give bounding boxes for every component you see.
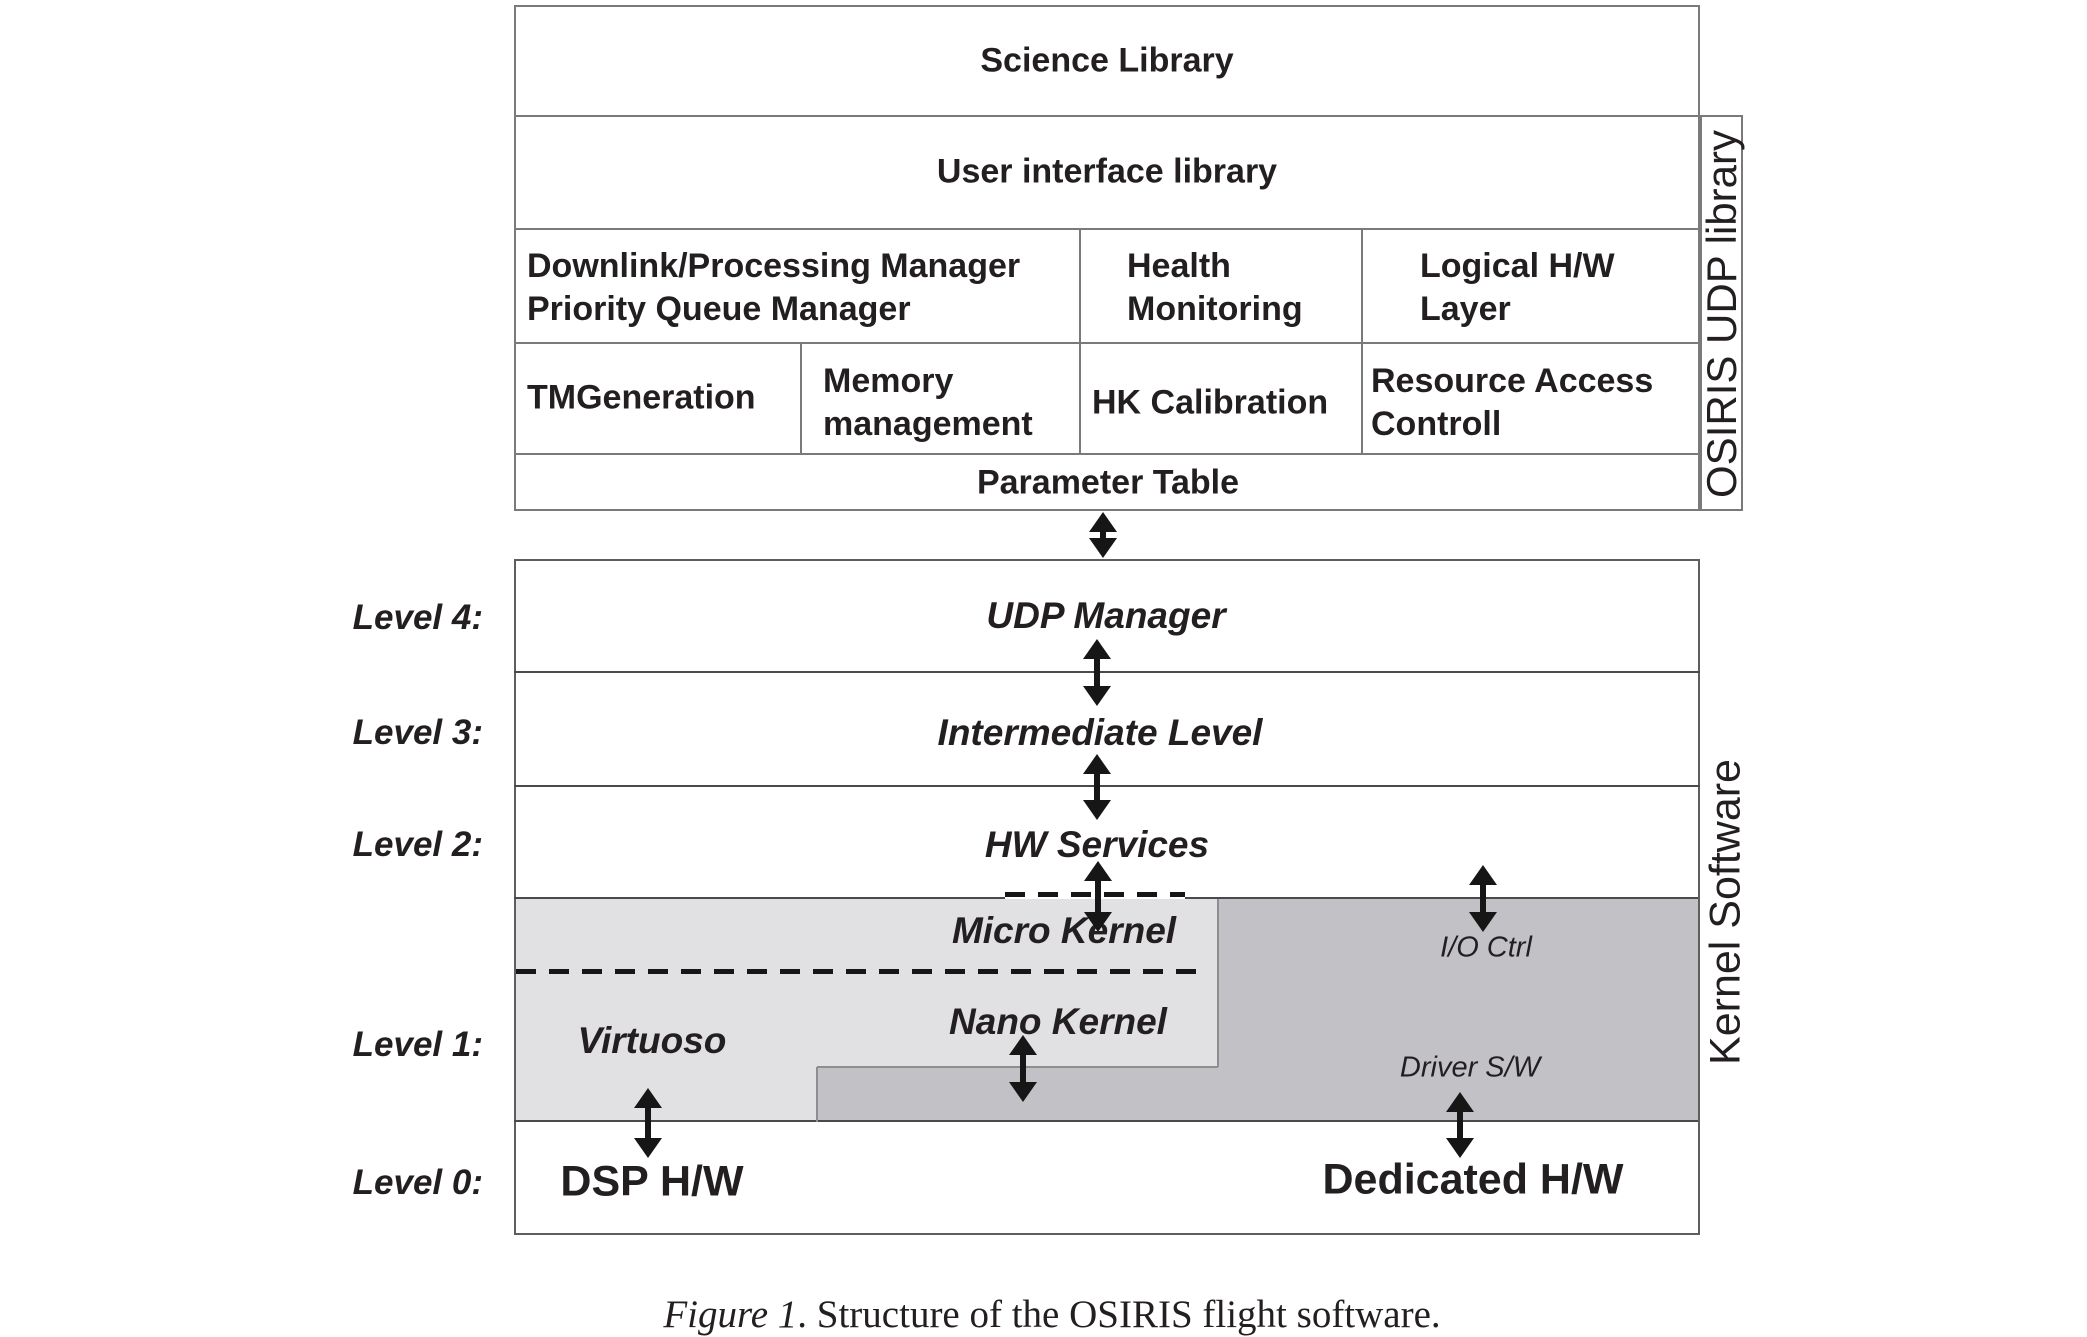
hk-calibration-cell: HK Calibration <box>1092 383 1329 422</box>
level-3-label: Level 3: <box>352 713 483 752</box>
osiris-udp-library-strip <box>1700 115 1743 511</box>
kernel-box-right-edge <box>1217 899 1219 1067</box>
dedicated-hw-label: Dedicated H/W <box>1322 1155 1624 1204</box>
io-ctrl-label: I/O Ctrl <box>1440 931 1532 964</box>
memory-management-cell: Memory management <box>823 362 1033 443</box>
level-2-label: Level 2: <box>352 825 483 864</box>
virtuoso-region <box>516 899 817 1122</box>
level-4-label: Level 4: <box>352 598 483 637</box>
hw-services-label: HW Services <box>984 824 1210 865</box>
table-row-line-3 <box>514 342 1700 344</box>
dsp-hw-label: DSP H/W <box>560 1157 744 1206</box>
arrow-intermediate-hw-services <box>1083 754 1111 820</box>
table-col-line-3 <box>800 342 802 455</box>
udp-manager-label: UDP Manager <box>986 595 1226 636</box>
arrow-virtuoso-dsp-hw <box>634 1088 662 1158</box>
table-col-line-2 <box>1361 228 1363 455</box>
level2-level1-line-left <box>514 897 1005 899</box>
figure-caption-text: . Structure of the OSIRIS flight softwar… <box>797 1293 1441 1336</box>
virtuoso-label: Virtuoso <box>577 1020 727 1061</box>
table-row-line-2 <box>514 228 1700 230</box>
level1-level0-line <box>514 1120 1698 1122</box>
table-row-line-1 <box>514 115 1700 117</box>
micro-nano-dashed-line <box>516 969 1206 974</box>
osiris-udp-library-side-label: OSIRIS UDP library <box>1698 130 1745 498</box>
science-library-cell: Science Library <box>980 41 1234 80</box>
figure-caption: Figure 1. Structure of the OSIRIS flight… <box>663 1292 1440 1337</box>
tm-generation-cell: TMGeneration <box>527 378 756 417</box>
resource-access-controll-cell: Resource Access Controll <box>1371 362 1654 443</box>
health-monitoring-cell: Health Monitoring <box>1127 247 1303 328</box>
arrow-udp-intermediate <box>1083 639 1111 706</box>
kernel-software-side-label: Kernel Software <box>1701 759 1750 1065</box>
downlink-processing-manager-cell: Downlink/Processing Manager Priority Que… <box>527 247 1021 328</box>
level4-level3-line <box>514 671 1700 673</box>
arrow-hw-services-micro-kernel <box>1084 861 1112 932</box>
level3-level2-line <box>514 785 1700 787</box>
micro-kernel-label: Micro Kernel <box>951 910 1177 951</box>
arrow-nano-kernel-down <box>1009 1035 1037 1102</box>
io-driver-region <box>1218 899 1698 1122</box>
table-row-line-4 <box>514 453 1700 455</box>
user-interface-library-cell: User interface library <box>936 152 1278 191</box>
logical-hw-layer-cell: Logical H/W Layer <box>1420 247 1615 328</box>
kernel-box-step-edge <box>816 1067 818 1122</box>
udp-library-table <box>514 5 1700 511</box>
parameter-table-cell: Parameter Table <box>976 463 1240 502</box>
arrow-io-ctrl <box>1469 865 1497 932</box>
figure-caption-label: Figure 1 <box>663 1293 798 1336</box>
level-0-label: Level 0: <box>352 1163 483 1202</box>
level2-level1-line-right <box>1185 897 1698 899</box>
driver-sw-label: Driver S/W <box>1399 1051 1541 1084</box>
arrow-driver-sw-dedicated-hw <box>1446 1092 1474 1158</box>
kernel-box-bottom-edge <box>817 1066 1218 1068</box>
arrow-parameter-udp-manager <box>1089 512 1117 558</box>
level-1-label: Level 1: <box>352 1025 483 1064</box>
table-col-line-1 <box>1079 228 1081 455</box>
intermediate-level-label: Intermediate Level <box>937 712 1263 753</box>
nano-kernel-label: Nano Kernel <box>949 1001 1167 1042</box>
